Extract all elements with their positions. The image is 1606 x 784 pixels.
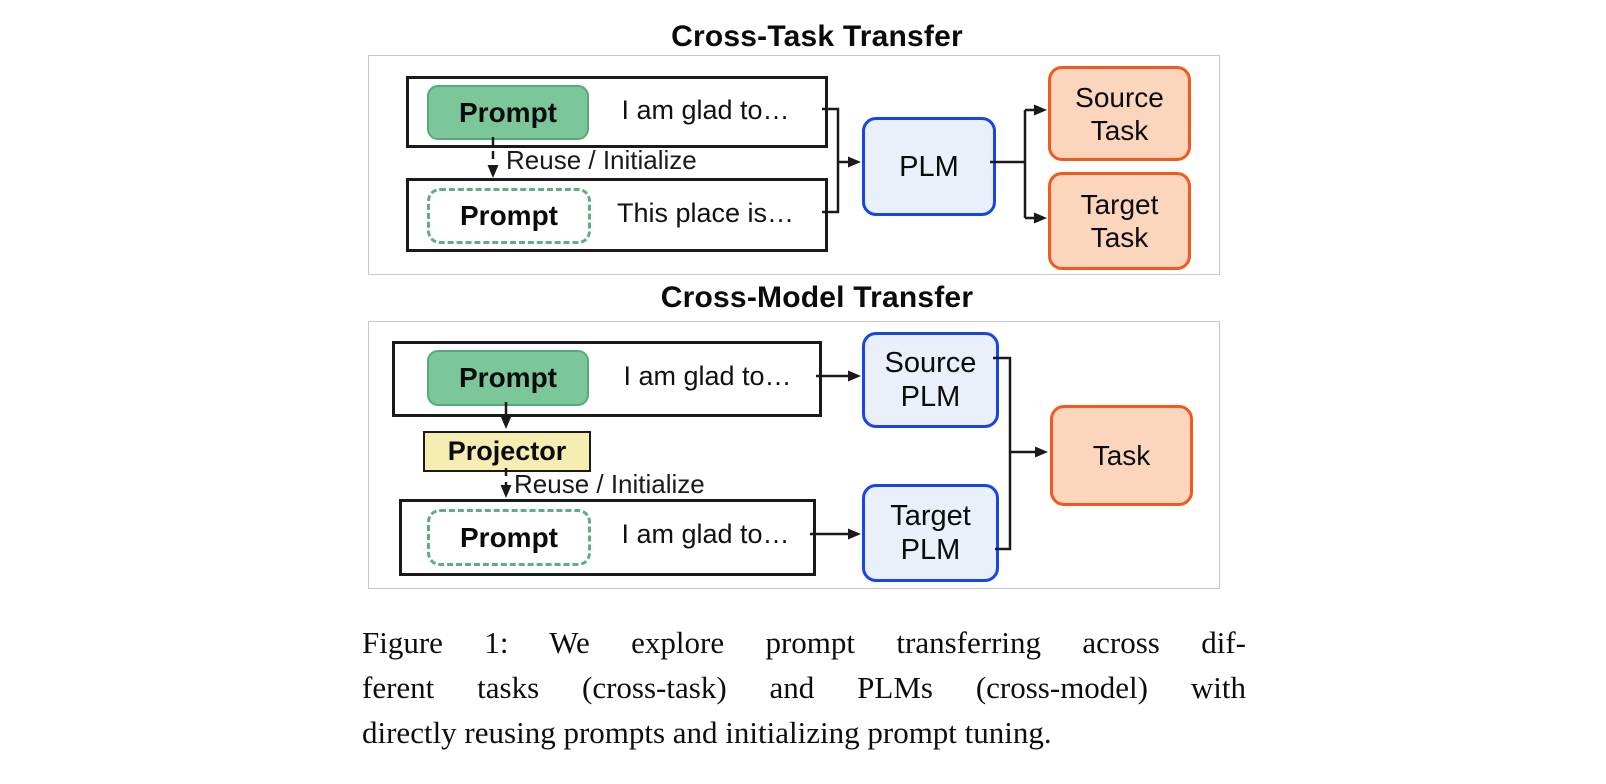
projector-box: Projector: [423, 431, 591, 472]
cross-model-reuse-label: Reuse / Initialize: [514, 469, 705, 499]
source-plm-line1: Source: [884, 347, 977, 379]
source-plm-line2: PLM: [900, 381, 961, 413]
target-prompt-box: Prompt: [427, 188, 591, 244]
projector-label: Projector: [447, 436, 567, 466]
plm-box: PLM: [862, 117, 996, 216]
cm-target-prompt-label: Prompt: [460, 521, 558, 553]
target-sentence-text: This place is…: [616, 197, 795, 228]
caption-line-2: ferent tasks (cross-task) and PLMs (cros…: [362, 670, 1246, 705]
task-label: Task: [1092, 440, 1151, 471]
cm-target-sentence-text: I am glad to…: [621, 519, 790, 549]
source-task-line2: Task: [1090, 114, 1149, 146]
caption-line-1: Figure 1: We explore prompt transferring…: [362, 625, 1246, 660]
target-plm-line1: Target: [890, 500, 971, 532]
target-plm-line2: PLM: [900, 534, 961, 566]
target-prompt-label: Prompt: [460, 200, 558, 231]
source-task-box: Source Task: [1048, 66, 1191, 161]
source-prompt-label: Prompt: [459, 96, 557, 128]
cross-task-reuse-label: Reuse / Initialize: [506, 145, 697, 175]
cm-source-sentence-text: I am glad to…: [623, 360, 792, 391]
cm-source-prompt-box: Prompt: [427, 350, 589, 406]
cm-target-prompt-box: Prompt: [427, 509, 591, 566]
source-task-line1: Source: [1075, 81, 1164, 113]
target-task-box: Target Task: [1048, 172, 1191, 270]
target-task-line2: Task: [1090, 222, 1149, 253]
source-plm-box: Source PLM: [862, 332, 999, 428]
source-prompt-box: Prompt: [427, 85, 589, 140]
target-task-line1: Target: [1080, 189, 1159, 220]
cross-task-title: Cross-Task Transfer: [671, 20, 963, 53]
plm-label: PLM: [899, 150, 959, 183]
task-box: Task: [1050, 405, 1193, 506]
cross-model-title: Cross-Model Transfer: [660, 281, 974, 314]
cm-source-prompt-label: Prompt: [459, 362, 557, 393]
figure-caption: Figure 1: We explore prompt transferring…: [362, 620, 1246, 755]
source-sentence-text: I am glad to…: [621, 95, 790, 125]
caption-line-3: directly reusing prompts and initializin…: [362, 715, 1052, 750]
target-plm-box: Target PLM: [862, 484, 999, 582]
